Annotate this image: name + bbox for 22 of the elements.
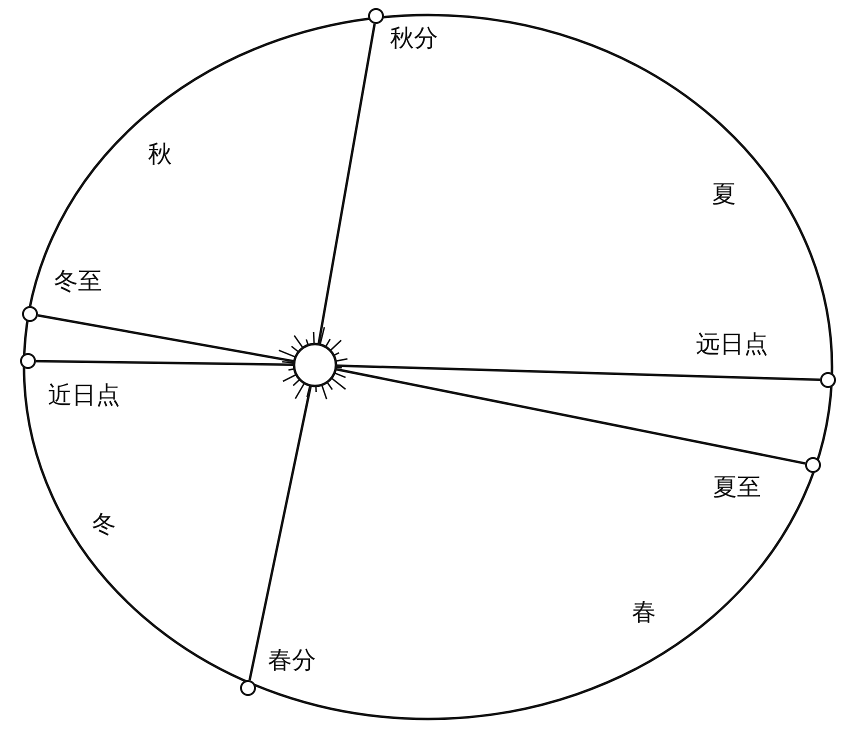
point-label: 夏至 bbox=[713, 475, 761, 499]
season-label: 冬 bbox=[92, 512, 116, 536]
orbit-line bbox=[335, 368, 806, 465]
orbit-point bbox=[22, 306, 38, 322]
season-label: 夏 bbox=[712, 182, 736, 206]
season-label: 春 bbox=[632, 600, 656, 624]
point-label: 春分 bbox=[268, 648, 316, 672]
orbit-point bbox=[805, 457, 821, 473]
orbit-line bbox=[317, 24, 376, 345]
point-label: 冬至 bbox=[54, 269, 102, 293]
orbit-line bbox=[36, 360, 294, 366]
point-label: 秋分 bbox=[390, 26, 438, 50]
point-label: 近日点 bbox=[48, 383, 120, 407]
point-label: 远日点 bbox=[696, 332, 768, 356]
season-label: 秋 bbox=[148, 142, 172, 166]
orbit-point bbox=[240, 680, 256, 696]
orbit-point bbox=[20, 353, 36, 369]
orbit-line bbox=[38, 314, 295, 363]
orbit-point bbox=[820, 372, 836, 388]
orbit-point bbox=[368, 8, 384, 24]
orbit-line bbox=[336, 364, 820, 382]
orbit-line bbox=[248, 385, 312, 680]
